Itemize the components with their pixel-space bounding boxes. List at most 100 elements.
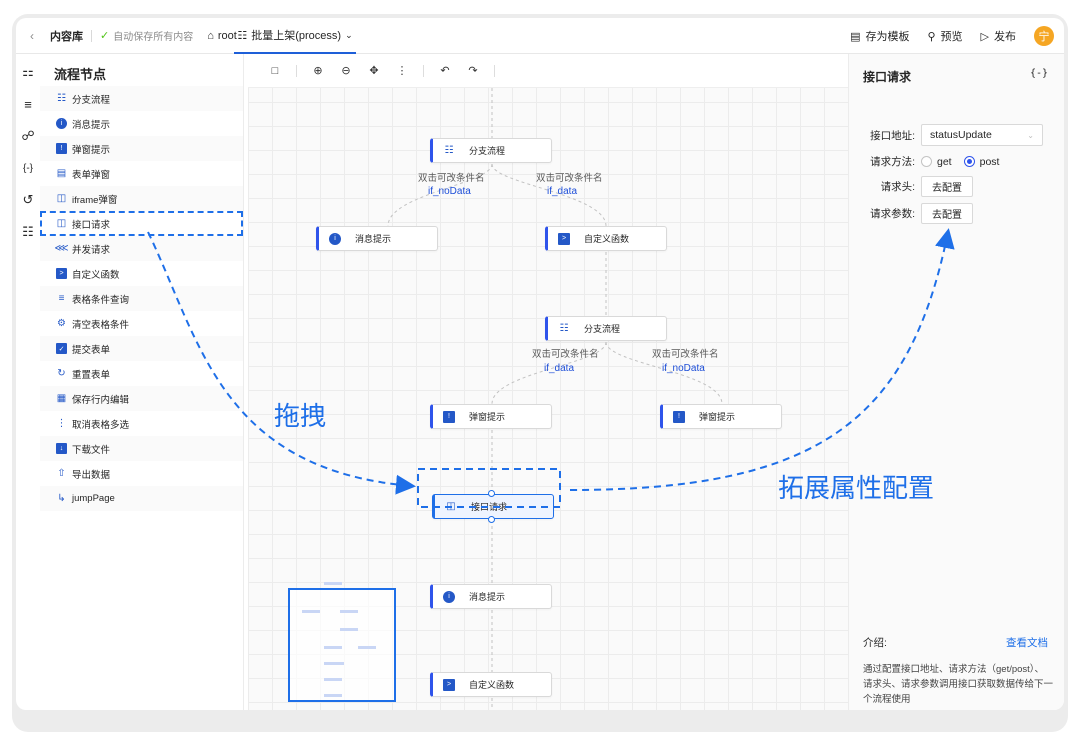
link-icon[interactable]: ☍ xyxy=(21,128,35,143)
method-get-radio[interactable]: get xyxy=(921,156,952,168)
divider xyxy=(423,64,424,77)
publish-label: 发布 xyxy=(994,31,1016,43)
actual-size-icon[interactable]: ⋮ xyxy=(396,65,408,77)
minimap-node xyxy=(358,646,376,649)
edge-condition-nodata[interactable]: if_noData xyxy=(662,363,705,374)
palette-item-reset[interactable]: ↻重置表单 xyxy=(40,361,243,386)
zoom-out-icon[interactable]: ⊖ xyxy=(341,65,351,77)
palette-item-submit[interactable]: ✓提交表单 xyxy=(40,336,243,361)
back-icon[interactable]: ‹ xyxy=(30,28,34,43)
configure-params-button[interactable]: 去配置 xyxy=(921,203,973,224)
delete-icon[interactable]: □ xyxy=(271,64,279,77)
code-icon[interactable]: {-} xyxy=(1029,68,1048,79)
side-rail: ⚏ ≡ ☍ {-} ↺ ☷ xyxy=(16,54,40,710)
flow-tree-icon[interactable]: ☷ xyxy=(22,224,34,239)
chevron-down-icon: ⌄ xyxy=(1027,130,1034,140)
jump-icon: ↳ xyxy=(57,493,66,504)
edge-condition-data[interactable]: if_data xyxy=(547,186,578,197)
check-circle-icon: ✓ xyxy=(100,30,110,42)
minimap-node xyxy=(324,662,344,665)
root-label: root xyxy=(217,29,237,42)
breadcrumb-root[interactable]: ⌂ root xyxy=(207,30,237,42)
url-row: 接口地址: statusUpdate ⌄ xyxy=(849,124,1043,146)
node-handle-top[interactable] xyxy=(488,490,495,497)
parallel-icon: ⋘ xyxy=(54,243,69,254)
branch-icon: ☷ xyxy=(444,145,454,156)
palette-item-api[interactable]: ◫接口请求 xyxy=(40,211,243,236)
search-icon: ⚲ xyxy=(927,30,936,43)
view-docs-link[interactable]: 查看文档 xyxy=(1006,637,1048,649)
palette-item-form-dialog[interactable]: ▤表单弹窗 xyxy=(40,161,243,186)
avatar[interactable]: 宁 xyxy=(1034,26,1054,46)
flow-node-branch[interactable]: ☷分支流程 xyxy=(545,316,667,341)
preview-button[interactable]: ⚲ 预览 xyxy=(927,28,962,44)
node-label: 自定义函数 xyxy=(584,234,630,244)
node-handle-bottom[interactable] xyxy=(488,516,495,523)
fit-view-icon[interactable]: ✥ xyxy=(369,65,379,77)
palette-item-export[interactable]: ⇧ 导出数据 xyxy=(40,461,243,486)
api-icon: ◫ xyxy=(446,501,456,512)
node-label: 消息提示 xyxy=(469,592,506,602)
flow-node-popup[interactable]: !弹窗提示 xyxy=(660,404,782,429)
template-icon: ▤ xyxy=(850,30,861,43)
export-icon: ⇧ xyxy=(57,468,66,479)
palette-item-label: iframe弹窗 xyxy=(72,194,118,206)
publish-button[interactable]: ▷ 发布 xyxy=(981,28,1016,44)
palette-item-cancel-select[interactable]: ⋮取消表格多选 xyxy=(40,411,243,436)
palette-item-jump[interactable]: ↳jumpPage xyxy=(40,486,243,511)
flow-node-function[interactable]: >自定义函数 xyxy=(545,226,667,251)
flow-canvas[interactable]: □ ⊕ ⊖ ✥ ⋮ ↶ ↷ xyxy=(248,54,848,710)
property-panel: 接口请求 {-} 接口地址: statusUpdate ⌄ 请求方法: get … xyxy=(848,54,1064,710)
palette-item-clear[interactable]: ⚙清空表格条件 xyxy=(40,311,243,336)
flow-icon: ☷ xyxy=(237,29,248,42)
minimap-node xyxy=(324,678,342,681)
minimap-node xyxy=(340,628,358,631)
palette-item-iframe[interactable]: ◫ iframe弹窗 xyxy=(40,186,243,211)
palette-item-label: 清空表格条件 xyxy=(72,319,130,331)
url-select[interactable]: statusUpdate ⌄ xyxy=(921,124,1043,146)
flow-node-function[interactable]: >自定义函数 xyxy=(430,672,552,697)
edge-condition-nodata[interactable]: if_noData xyxy=(428,186,471,197)
palette-item-download[interactable]: ↓下载文件 xyxy=(40,436,243,461)
flow-node-branch[interactable]: ☷分支流程 xyxy=(430,138,552,163)
edge-condition-data[interactable]: if_data xyxy=(544,363,575,374)
app-window: ‹ 内容库 ✓ 自动保存所有内容 ⌂ root ☷ 批量上架(process) … xyxy=(16,18,1064,710)
minimap-node xyxy=(324,646,342,649)
palette-item-table-query[interactable]: ≡表格条件查询 xyxy=(40,286,243,311)
outline-icon[interactable]: ≡ xyxy=(24,96,32,112)
undo-icon[interactable]: ↶ xyxy=(440,65,450,77)
minimap[interactable] xyxy=(288,582,396,702)
preview-label: 预览 xyxy=(940,31,963,43)
panel-title: 接口请求 xyxy=(863,70,912,84)
save-icon: ▦ xyxy=(56,393,67,404)
palette-item-popup[interactable]: !弹窗提示 xyxy=(40,136,243,161)
history-icon[interactable]: ↺ xyxy=(22,192,34,207)
code-icon[interactable]: {-} xyxy=(22,162,33,174)
configure-headers-button[interactable]: 去配置 xyxy=(921,176,973,197)
node-label: 接口请求 xyxy=(471,502,508,512)
tab-process[interactable]: ☷ 批量上架(process) ⌄ xyxy=(234,18,356,54)
method-post-radio[interactable]: post xyxy=(963,156,999,168)
palette-item-label: 导出数据 xyxy=(72,469,111,481)
save-template-button[interactable]: ▤ 存为模板 xyxy=(850,28,909,44)
radio-dot-selected xyxy=(963,156,975,167)
edge-hint: 双击可改条件名 xyxy=(536,173,603,184)
palette-item-save[interactable]: ▦保存行内编辑 xyxy=(40,386,243,411)
iframe-icon: ◫ xyxy=(56,193,67,204)
flow-node-popup[interactable]: !弹窗提示 xyxy=(430,404,552,429)
palette-item-label: 自定义函数 xyxy=(72,269,120,281)
palette-item-parallel[interactable]: ⋘并发请求 xyxy=(40,236,243,261)
palette-item-branch[interactable]: ☷分支流程 xyxy=(40,86,243,111)
redo-icon[interactable]: ↷ xyxy=(468,65,478,77)
palette-item-label: 并发请求 xyxy=(72,244,111,256)
play-icon: ▷ xyxy=(980,30,989,43)
headers-row: 请求头: 去配置 xyxy=(849,176,973,197)
flow-node-api-selected[interactable]: ◫ 接口请求 xyxy=(432,494,554,519)
palette-item-function[interactable]: >自定义函数 xyxy=(40,261,243,286)
puzzle-icon[interactable]: ⚏ xyxy=(22,64,34,79)
zoom-in-icon[interactable]: ⊕ xyxy=(313,65,323,77)
